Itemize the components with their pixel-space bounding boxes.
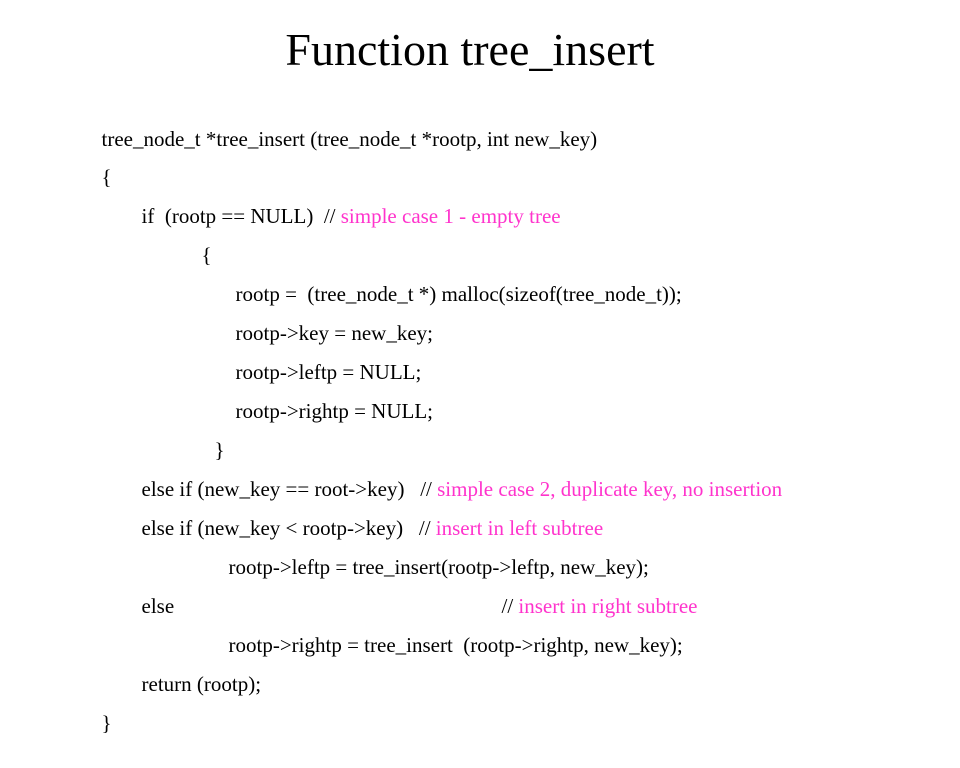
code-line: else if (new_key == root->key) // simple… (110, 444, 783, 534)
code-text: rootp->rightp = NULL; (235, 399, 434, 423)
code-line: // insert in right subtree (470, 561, 698, 651)
code-line: tree_node_t *tree_insert (tree_node_t *r… (70, 94, 598, 184)
code-text: rootp->rightp = tree_insert (rootp->righ… (228, 633, 683, 657)
code-text: else if (new_key < rootp->key) (141, 516, 419, 540)
code-line: rootp->rightp = tree_insert (rootp->righ… (197, 600, 683, 690)
code-text: } (101, 711, 112, 735)
comment-prefix: // (501, 594, 519, 618)
code-line: rootp->rightp = NULL; (204, 366, 434, 456)
comment-prefix: // (420, 477, 438, 501)
code-text: } (214, 438, 225, 462)
code-text: rootp->leftp = NULL; (235, 360, 422, 384)
code-text: rootp = (tree_node_t *) malloc(sizeof(tr… (235, 282, 682, 306)
code-comment: insert in left subtree (435, 516, 604, 540)
code-line: { (170, 210, 212, 300)
code-line: else if (new_key < rootp->key) // insert… (110, 483, 604, 573)
code-comment: simple case 2, duplicate key, no inserti… (437, 477, 783, 501)
code-comment: insert in right subtree (518, 594, 698, 618)
code-line: { (70, 132, 112, 222)
code-line: } (70, 678, 112, 768)
code-comment: simple case 1 - empty tree (340, 204, 561, 228)
code-line: if (rootp == NULL) // simple case 1 - em… (110, 171, 561, 261)
code-text: tree_node_t *tree_insert (tree_node_t *r… (101, 127, 598, 151)
code-line: rootp->leftp = tree_insert(rootp->leftp,… (197, 522, 649, 612)
code-text: if (rootp == NULL) (141, 204, 324, 228)
code-line: rootp->leftp = NULL; (204, 327, 422, 417)
code-text: return (rootp); (141, 672, 262, 696)
slide: Function tree_insert tree_node_t *tree_i… (70, 24, 783, 735)
comment-prefix: // (323, 204, 341, 228)
code-text: { (201, 243, 212, 267)
comment-prefix: // (418, 516, 436, 540)
code-text: rootp->leftp = tree_insert(rootp->leftp,… (228, 555, 649, 579)
code-text: else (141, 594, 175, 618)
code-text: rootp->key = new_key; (235, 321, 433, 345)
code-line: rootp->key = new_key; (204, 288, 433, 378)
code-text: else if (new_key == root->key) (141, 477, 421, 501)
code-line: } (183, 405, 225, 495)
code-line: rootp = (tree_node_t *) malloc(sizeof(tr… (204, 249, 682, 339)
code-line: return (rootp); (110, 639, 262, 729)
code-text: { (101, 165, 112, 189)
slide-title: Function tree_insert (285, 24, 655, 75)
code-line: else (110, 561, 175, 651)
